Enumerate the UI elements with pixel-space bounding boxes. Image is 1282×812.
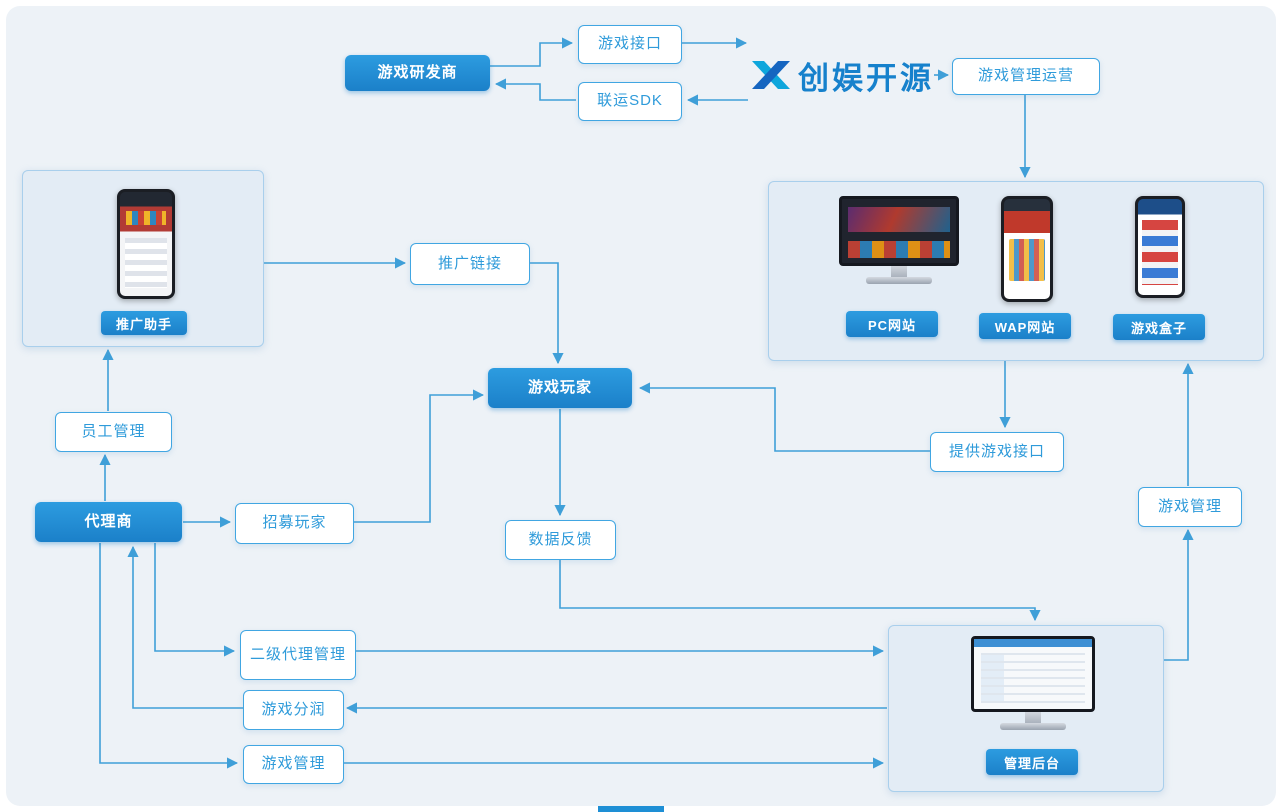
pc-site-monitor-illustration	[839, 196, 959, 284]
promo-phone-screen	[120, 192, 172, 296]
admin-screen	[971, 636, 1095, 712]
monitor-base	[866, 277, 932, 284]
brand-logo: 创娱开源	[752, 54, 934, 96]
node-game-developer: 游戏研发商	[345, 55, 490, 91]
node-game-ops: 游戏管理运营	[952, 58, 1100, 95]
brand-name: 创娱开源	[798, 60, 934, 96]
node-recruit-players: 招募玩家	[235, 503, 354, 544]
admin-monitor-illustration	[971, 636, 1095, 730]
node-promo-link: 推广链接	[410, 243, 530, 285]
admin-backend-panel: 管理后台	[888, 625, 1164, 792]
promo-app-panel: 推广助手	[22, 170, 264, 347]
pc-site-label: PC网站	[846, 311, 938, 337]
game-box-label: 游戏盒子	[1113, 314, 1205, 340]
node-provide-game-api: 提供游戏接口	[930, 432, 1064, 472]
admin-backend-label: 管理后台	[986, 749, 1078, 775]
wap-site-phone-illustration	[1001, 196, 1053, 302]
game-box-screen	[1138, 199, 1182, 295]
node-game-player: 游戏玩家	[488, 368, 632, 408]
wap-site-screen	[1004, 199, 1050, 299]
node-game-profit-share: 游戏分润	[243, 690, 344, 730]
game-sites-panel: PC网站 WAP网站 游戏盒子	[768, 181, 1264, 361]
promo-phone-illustration	[117, 189, 175, 299]
monitor-neck	[1025, 711, 1041, 723]
game-box-phone-illustration	[1135, 196, 1185, 298]
monitor-base	[1000, 723, 1066, 730]
node-sub-agent-management: 二级代理管理	[240, 630, 356, 680]
node-union-sdk: 联运SDK	[578, 82, 682, 121]
node-game-management-agent: 游戏管理	[243, 745, 344, 784]
brand-x-icon	[752, 61, 790, 89]
wap-site-label: WAP网站	[979, 313, 1071, 339]
promo-app-label: 推广助手	[101, 311, 187, 335]
node-agent: 代理商	[35, 502, 182, 542]
monitor-neck	[891, 265, 907, 277]
node-game-api: 游戏接口	[578, 25, 682, 64]
cropped-bottom-element	[598, 806, 664, 812]
node-data-feedback: 数据反馈	[505, 520, 616, 560]
pc-site-screen	[839, 196, 959, 266]
node-game-management-right: 游戏管理	[1138, 487, 1242, 527]
node-staff-management: 员工管理	[55, 412, 172, 452]
